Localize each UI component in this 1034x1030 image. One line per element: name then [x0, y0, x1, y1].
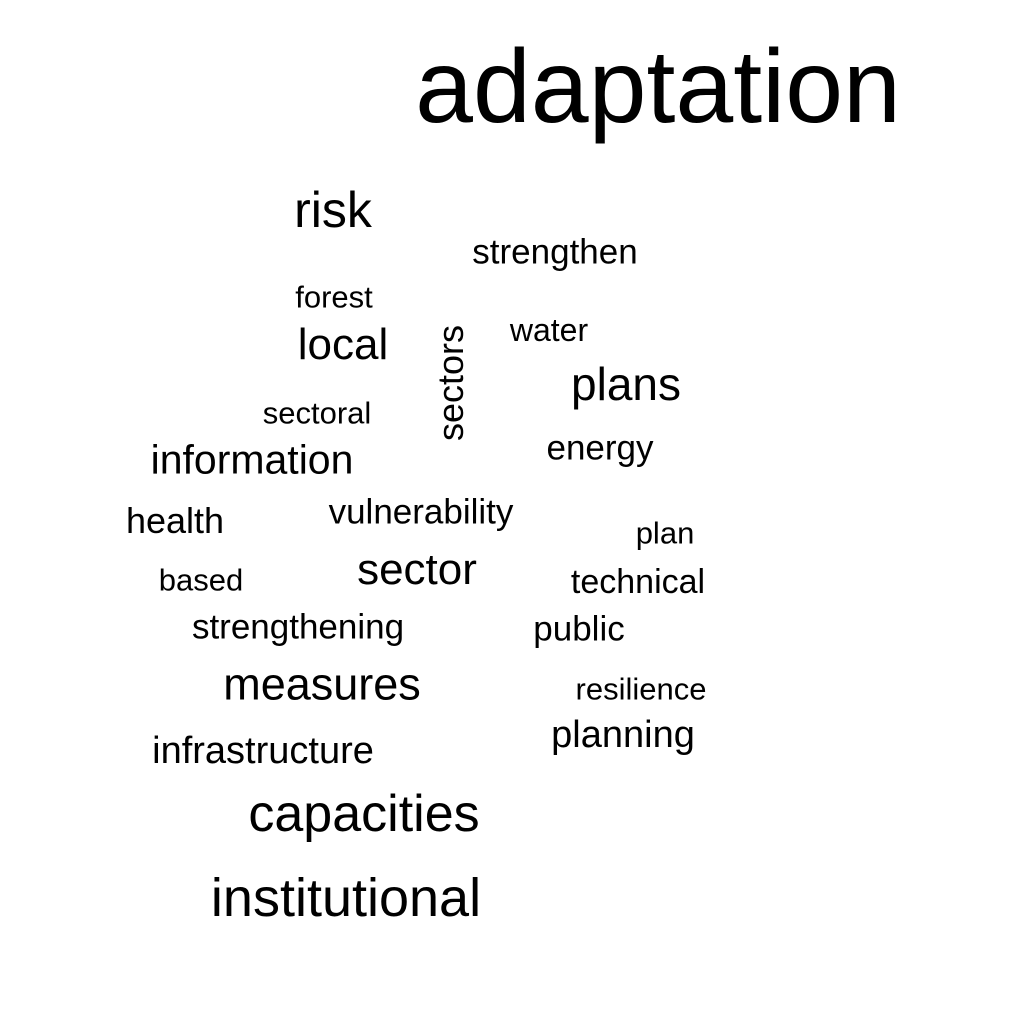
word-capacities: capacities	[248, 785, 480, 843]
word-institutional: institutional	[210, 868, 482, 928]
word-resilience: resilience	[575, 671, 707, 707]
word-sectors: sectors	[430, 324, 471, 442]
word-measures: measures	[223, 658, 421, 710]
word-information: information	[150, 436, 354, 483]
word-based: based	[158, 562, 244, 598]
word-public: public	[533, 609, 625, 649]
word-planning: planning	[551, 714, 695, 756]
word-adaptation: adaptation	[415, 29, 901, 145]
word-vulnerability: vulnerability	[328, 492, 514, 532]
word-plan: plan	[635, 515, 695, 551]
word-technical: technical	[570, 563, 706, 601]
word-energy: energy	[546, 428, 654, 468]
word-sectoral: sectoral	[262, 395, 372, 431]
word-infrastructure: infrastructure	[152, 730, 374, 772]
word-strengthen: strengthen	[472, 232, 638, 272]
word-health: health	[125, 500, 225, 541]
word-risk: risk	[294, 182, 372, 238]
word-plans: plans	[571, 358, 681, 410]
word-sector: sector	[357, 545, 477, 594]
word-forest: forest	[295, 279, 373, 315]
word-local: local	[297, 320, 389, 369]
word-water: water	[509, 312, 589, 348]
word-strengthening: strengthening	[191, 607, 405, 647]
